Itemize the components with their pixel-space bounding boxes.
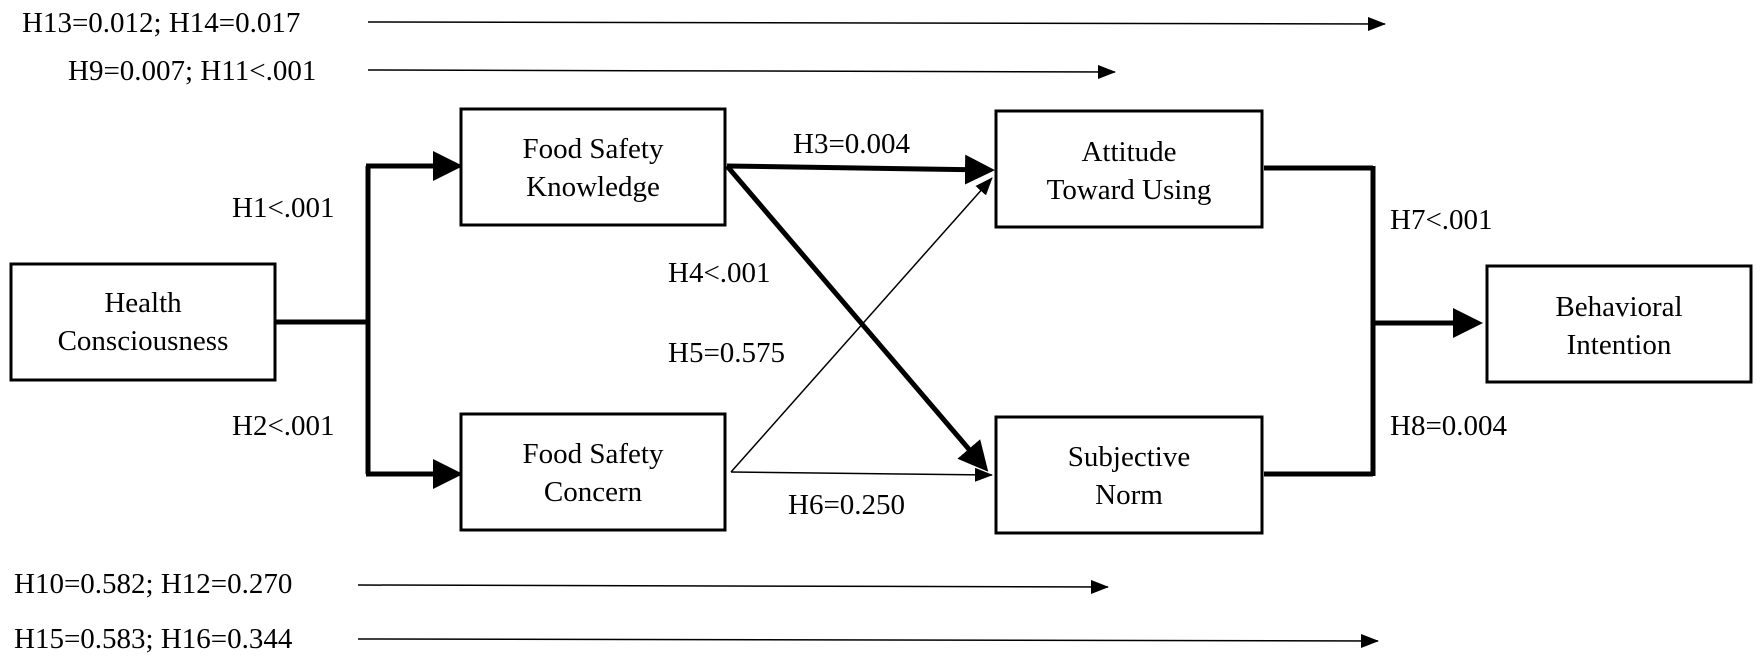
arrow-h3 [726,154,995,185]
label-h13-h14: H13=0.012; H14=0.017 [22,7,300,39]
path-h1-h2 [276,151,463,489]
arrow-h9-h11 [367,64,1116,79]
node-attitude-toward-using: Attitude Toward Using [994,109,1264,229]
node-attitude-toward-using-line1: Attitude [1081,136,1176,168]
label-h15-h16: H15=0.583; H16=0.344 [14,623,293,655]
arrow-h4 [725,164,989,472]
arrow-h13-h14 [367,16,1386,31]
path-h7-h8 [1264,165,1483,477]
arrow-h15-h16 [357,633,1379,648]
label-h9-h11: H9=0.007; H11<.001 [68,55,316,87]
node-food-safety-concern-line2: Concern [544,476,643,508]
node-behavioral-intention-line2: Intention [1567,329,1672,361]
node-food-safety-knowledge-line2: Knowledge [526,171,660,203]
label-h10-h12: H10=0.582; H12=0.270 [14,568,292,600]
label-h8: H8=0.004 [1390,410,1508,442]
node-attitude-toward-using-line2: Toward Using [1047,174,1212,206]
label-h4: H4<.001 [668,257,771,289]
label-h3: H3=0.004 [793,128,911,160]
arrow-h10-h12 [357,579,1109,594]
node-food-safety-knowledge: Food Safety Knowledge [459,107,727,227]
node-health-consciousness-line1: Health [104,287,182,319]
label-h7: H7<.001 [1390,204,1493,236]
node-behavioral-intention-line1: Behavioral [1555,291,1682,323]
node-subjective-norm-line2: Norm [1095,479,1163,511]
label-h5: H5=0.575 [668,337,785,369]
node-health-consciousness-line2: Consciousness [58,325,229,357]
node-behavioral-intention: Behavioral Intention [1485,264,1753,384]
node-food-safety-knowledge-line1: Food Safety [523,133,664,165]
label-h1: H1<.001 [232,192,335,224]
label-h2: H2<.001 [232,410,335,442]
node-food-safety-concern-line1: Food Safety [523,438,664,470]
node-food-safety-concern: Food Safety Concern [459,412,727,532]
node-health-consciousness: Health Consciousness [9,262,277,382]
label-h6: H6=0.250 [788,489,905,521]
arrow-h6 [730,467,993,482]
node-subjective-norm-line1: Subjective [1068,441,1190,473]
arrow-h5 [730,177,993,473]
node-subjective-norm: Subjective Norm [994,415,1264,535]
